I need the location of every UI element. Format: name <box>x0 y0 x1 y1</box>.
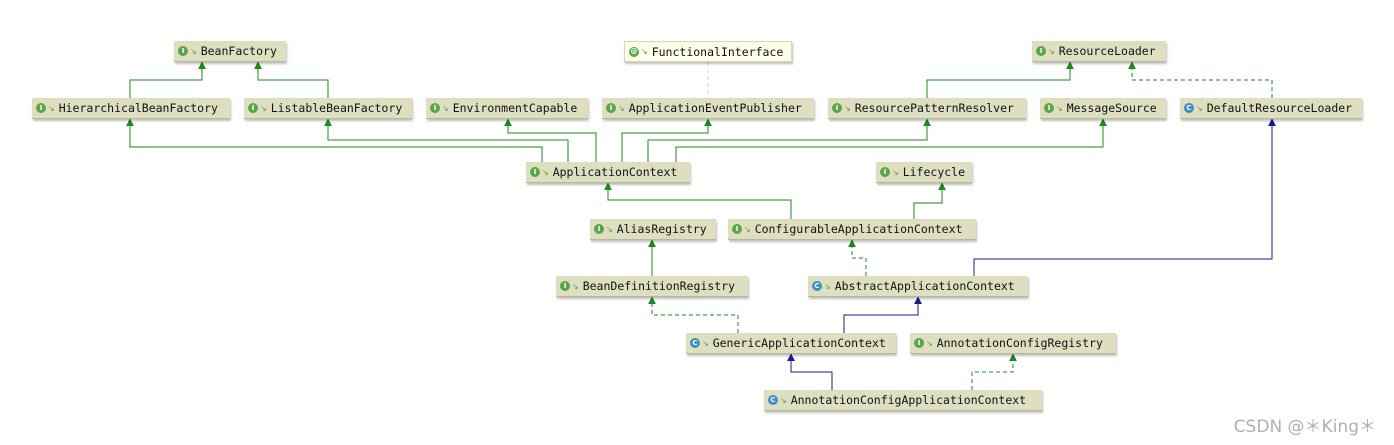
annotation-icon: @ <box>629 46 639 57</box>
node-resource-pattern-resolver[interactable]: I↘ResourcePatternResolver <box>828 98 1026 119</box>
class-icon: C <box>690 338 700 348</box>
node-message-source[interactable]: I↘MessageSource <box>1040 98 1166 119</box>
access-icon: ↘ <box>926 338 933 348</box>
interface-icon: I <box>732 224 742 234</box>
node-label: ApplicationEventPublisher <box>628 101 802 115</box>
node-label: ListableBeanFactory <box>270 101 403 115</box>
edge-listable-to-beanfactory <box>254 61 329 98</box>
interface-icon: I <box>530 167 540 177</box>
access-icon: ↘ <box>824 281 831 291</box>
node-bean-definition-registry[interactable]: I↘BeanDefinitionRegistry <box>556 276 748 297</box>
node-label: GenericApplicationContext <box>712 336 886 350</box>
access-icon: ↘ <box>542 167 549 177</box>
node-generic-application-context[interactable]: C↘GenericApplicationContext <box>686 333 896 354</box>
node-label: EnvironmentCapable <box>452 101 578 115</box>
node-label: AnnotationConfigApplicationContext <box>790 393 1027 407</box>
edge-annotctx-to-generic <box>787 353 833 390</box>
edge-appctx-to-resolver <box>647 118 931 162</box>
access-icon: ↘ <box>48 103 55 113</box>
interface-icon: I <box>178 46 188 56</box>
access-icon: ↘ <box>572 281 579 291</box>
node-label: AnnotationConfigRegistry <box>936 336 1103 350</box>
edge-appctx-to-messagesource <box>675 118 1107 162</box>
interface-icon: I <box>1044 103 1054 113</box>
node-listable-bean-factory[interactable]: I↘ListableBeanFactory <box>244 98 412 119</box>
edge-generic-to-abstract <box>843 296 922 333</box>
interface-icon: I <box>832 103 842 113</box>
edge-appctx-to-listable <box>324 118 569 162</box>
node-annotation-config-registry[interactable]: I↘AnnotationConfigRegistry <box>910 333 1116 354</box>
interface-icon: I <box>606 103 616 113</box>
interface-icon: I <box>914 338 924 348</box>
interface-icon: I <box>1036 46 1046 56</box>
node-label: ResourcePatternResolver <box>854 101 1014 115</box>
class-icon: C <box>812 281 822 291</box>
access-icon: ↘ <box>702 338 709 348</box>
access-icon: ↘ <box>606 224 613 234</box>
interface-icon: I <box>560 281 570 291</box>
node-application-event-publisher[interactable]: I↘ApplicationEventPublisher <box>602 98 814 119</box>
edge-configurable-to-lifecycle <box>913 182 946 219</box>
interface-icon: I <box>430 103 440 113</box>
access-icon: ↘ <box>442 103 449 113</box>
edge-configurable-to-appctx <box>604 182 792 219</box>
node-alias-registry[interactable]: I↘AliasRegistry <box>590 219 716 240</box>
node-bean-factory[interactable]: I↘BeanFactory <box>174 41 286 62</box>
edge-generic-to-bdregistry <box>648 296 739 333</box>
node-annotation-config-application-context[interactable]: C↘AnnotationConfigApplicationContext <box>764 390 1042 411</box>
edge-resolver-to-resourceloader <box>926 61 1074 98</box>
node-label: AbstractApplicationContext <box>834 279 1015 293</box>
edge-annotctx-to-annotregistry <box>971 353 1017 390</box>
node-label: BeanDefinitionRegistry <box>582 279 736 293</box>
access-icon: ↘ <box>618 103 625 113</box>
access-icon: ↘ <box>1048 46 1055 56</box>
node-application-context[interactable]: I↘ApplicationContext <box>526 162 690 183</box>
class-icon: C <box>768 395 778 405</box>
edge-appctx-to-environment <box>504 118 597 162</box>
access-icon: ↘ <box>892 167 899 177</box>
edge-defaultloader-to-resourceloader <box>1128 61 1273 98</box>
node-label: FunctionalInterface <box>651 44 784 59</box>
access-icon: ↘ <box>190 46 197 56</box>
node-configurable-application-context[interactable]: I↘ConfigurableApplicationContext <box>728 219 976 240</box>
node-lifecycle[interactable]: I↘Lifecycle <box>876 162 972 183</box>
access-icon: ↘ <box>780 395 787 405</box>
edge-appctx-to-hierarchical <box>126 118 543 162</box>
node-label: Lifecycle <box>902 165 966 179</box>
node-label: DefaultResourceLoader <box>1206 101 1353 115</box>
class-icon: C <box>1184 103 1194 113</box>
access-icon: ↘ <box>844 103 851 113</box>
node-resource-loader[interactable]: I↘ResourceLoader <box>1032 41 1166 62</box>
edge-hierarchical-to-beanfactory <box>129 61 206 98</box>
node-label: AliasRegistry <box>616 222 707 236</box>
node-label: ResourceLoader <box>1058 44 1156 58</box>
node-label: ConfigurableApplicationContext <box>754 222 963 236</box>
edge-abstract-to-defaultloader <box>973 118 1276 276</box>
edge-abstract-to-configurable <box>848 239 867 276</box>
node-abstract-application-context[interactable]: C↘AbstractApplicationContext <box>808 276 1028 297</box>
node-environment-capable[interactable]: I↘EnvironmentCapable <box>426 98 588 119</box>
access-icon: ↘ <box>744 224 751 234</box>
interface-icon: I <box>880 167 890 177</box>
node-default-resource-loader[interactable]: C↘DefaultResourceLoader <box>1180 98 1362 119</box>
node-hierarchical-bean-factory[interactable]: I↘HierarchicalBeanFactory <box>32 98 230 119</box>
edge-appctx-to-publisher <box>621 118 712 162</box>
node-functional-interface[interactable]: @↘FunctionalInterface <box>624 41 792 62</box>
access-icon: ↘ <box>260 103 267 113</box>
access-icon: ↘ <box>1196 103 1203 113</box>
node-label: MessageSource <box>1066 101 1157 115</box>
node-label: HierarchicalBeanFactory <box>58 101 218 115</box>
watermark: CSDN @＊King＊ <box>1233 417 1376 437</box>
node-label: ApplicationContext <box>552 165 678 179</box>
interface-icon: I <box>36 103 46 113</box>
interface-icon: I <box>594 224 604 234</box>
access-icon: ↘ <box>1056 103 1063 113</box>
access-icon: ↘ <box>641 47 648 56</box>
interface-icon: I <box>248 103 258 113</box>
node-label: BeanFactory <box>200 44 277 58</box>
